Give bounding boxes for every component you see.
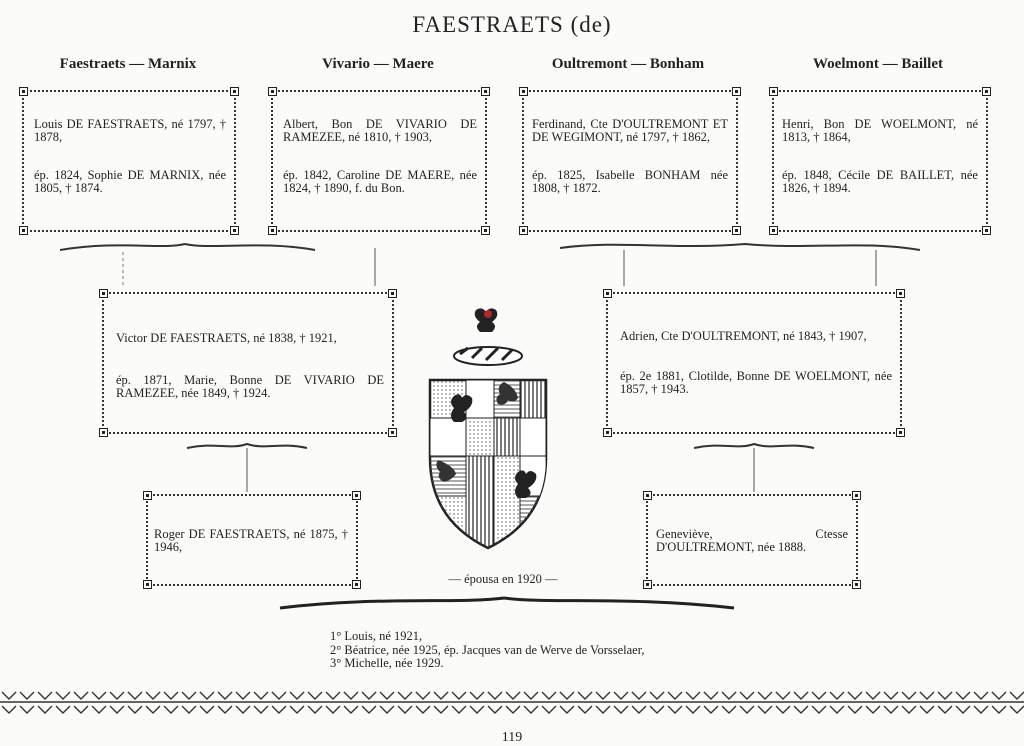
ancestor-marriage-text: ép. 1824, Sophie DE MARNIX, née 1805, † …: [34, 168, 226, 195]
brace-connector-right: [560, 242, 921, 286]
brace-connector-gen2-right: [693, 442, 815, 492]
ancestor-box-woelmont: Henri, Bon DE WOELMONT, né 1813, † 1864,…: [769, 87, 991, 235]
couple-heading-woelmont-baillet: Woelmont — Baillet: [813, 56, 943, 72]
person-box-genevieve: Geneviève, Ctesse D'OULTREMONT, née 1888…: [643, 491, 861, 589]
ancestor-birth-text: Ferdinand, Cte D'OULTREMONT ET DE WEGIMO…: [532, 117, 728, 144]
ancestor-box-vivario: Albert, Bon DE VIVARIO DE RAMEZEE, né 18…: [268, 87, 490, 235]
ancestor-marriage-text: ép. 1825, Isabelle BONHAM née 1808, † 18…: [532, 168, 728, 195]
person-text: Geneviève, Ctesse D'OULTREMONT, née 1888…: [656, 527, 848, 554]
child-item: 1° Louis, né 1921,: [330, 629, 423, 643]
parent-birth-text: Victor DE FAESTRAETS, né 1838, † 1921,: [116, 331, 337, 345]
decorative-border-strip: [0, 688, 1024, 716]
ancestor-marriage-text: ép. 1842, Caroline DE MAERE, née 1824, †…: [283, 168, 477, 195]
coat-of-arms-icon: [428, 308, 548, 550]
ancestor-birth-text: Albert, Bon DE VIVARIO DE RAMEZEE, né 18…: [283, 117, 477, 144]
person-text: Roger DE FAESTRAETS, né 1875, † 1946,: [154, 527, 348, 554]
page-title: FAESTRAETS (de): [412, 12, 612, 37]
ancestor-birth-text: Henri, Bon DE WOELMONT, né 1813, † 1864,: [782, 117, 978, 144]
child-item: 2° Béatrice, née 1925, ép. Jacques van d…: [330, 642, 645, 657]
brace-connector-gen2-left: [186, 442, 308, 492]
brace-connector-left: [60, 243, 376, 286]
couple-heading-vivario-maere: Vivario — Maere: [322, 56, 434, 72]
page-number: 119: [501, 730, 523, 745]
children-list: 1° Louis, né 1921, 2° Béatrice, née 1925…: [330, 629, 645, 671]
brace-connector-children: [279, 596, 735, 610]
parent-box-faestraets: Victor DE FAESTRAETS, né 1838, † 1921, é…: [99, 289, 397, 437]
ancestor-box-faestraets: Louis DE FAESTRAETS, né 1797, † 1878, ép…: [19, 87, 239, 235]
person-box-roger: Roger DE FAESTRAETS, né 1875, † 1946,: [143, 491, 361, 589]
parent-box-oultremont: Adrien, Cte D'OULTREMONT, né 1843, † 190…: [603, 289, 905, 437]
parent-marriage-text: ép. 2e 1881, Clotilde, Bonne DE WOELMONT…: [620, 369, 892, 396]
couple-heading-oultremont-bonham: Oultremont — Bonham: [551, 56, 705, 72]
ancestor-birth-text: Louis DE FAESTRAETS, né 1797, † 1878,: [34, 117, 226, 144]
ancestor-box-oultremont: Ferdinand, Cte D'OULTREMONT ET DE WEGIMO…: [519, 87, 741, 235]
child-item: 3° Michelle, née 1929.: [330, 656, 444, 670]
marriage-note: — épousa en 1920 —: [448, 572, 558, 586]
parent-birth-text: Adrien, Cte D'OULTREMONT, né 1843, † 190…: [620, 329, 867, 343]
couple-heading-faestraets-marnix: Faestraets — Marnix: [59, 56, 197, 72]
parent-marriage-text: ép. 1871, Marie, Bonne DE VIVARIO DE RAM…: [116, 373, 384, 400]
ancestor-marriage-text: ép. 1848, Cécile DE BAILLET, née 1826, †…: [782, 168, 978, 195]
